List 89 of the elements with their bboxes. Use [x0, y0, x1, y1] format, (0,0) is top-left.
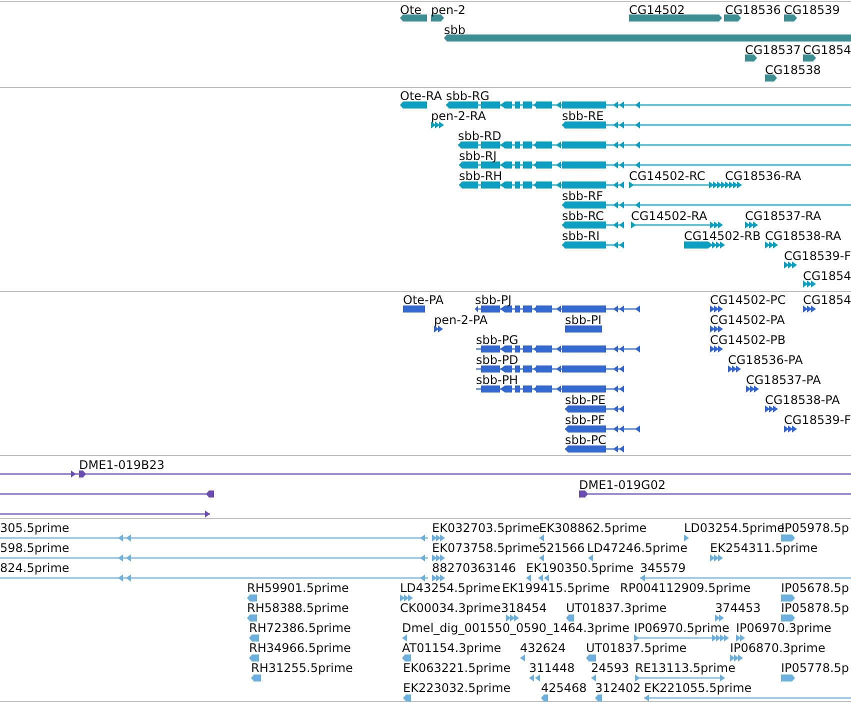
feature-label: EK308862.5prime	[539, 521, 647, 535]
feature-label: EK032703.5prime	[432, 521, 540, 535]
feature-label: CG18536-PA	[728, 353, 803, 367]
feature-label: IP06970.3prime	[736, 621, 832, 635]
feature-label: EK221055.5prime	[644, 681, 752, 695]
feature-label: CG14502	[629, 3, 685, 17]
feature-label: sbb-PI	[565, 313, 602, 327]
feature-label: 598.5prime	[0, 541, 70, 555]
feature-label: sbb-PE	[565, 393, 606, 407]
feature-label: EK199415.5prime	[502, 581, 610, 595]
feature-label: 24593	[591, 661, 630, 675]
feature-label: pen-2-RA	[431, 109, 486, 123]
feature-label: 311448	[529, 661, 575, 675]
feature-label: CG18538-PA	[765, 393, 840, 407]
feature-label: sbb-RE	[562, 109, 604, 123]
feature-label: CG18538-RA	[765, 229, 842, 243]
feature-label: CG14502-RC	[629, 169, 706, 183]
feature-label: RH58388.5prime	[247, 601, 349, 615]
feature-label: EK223032.5prime	[403, 681, 511, 695]
feature-label: CG14502-RA	[631, 209, 708, 223]
feature-label: CG18537-RA	[745, 209, 822, 223]
feature-label: 521566	[539, 541, 585, 555]
feature-label: sbb-RG	[446, 89, 490, 103]
feature-label: Ote-PA	[403, 293, 444, 307]
feature-label: CG14502-RB	[684, 229, 761, 243]
feature-label: sbb-PC	[565, 433, 606, 447]
feature-label: sbb-PF	[565, 413, 605, 427]
feature-label: sbb-RJ	[459, 149, 497, 163]
feature-label: RH72386.5prime	[249, 621, 351, 635]
feature-label: UT01837.3prime	[566, 601, 667, 615]
feature-label: CG14502-PC	[710, 293, 786, 307]
feature-label: EK073758.5prime	[432, 541, 540, 555]
feature-label: 425468	[541, 681, 587, 695]
feature-label: CG18537	[745, 43, 801, 57]
feature-label: DME1-019B23	[79, 458, 165, 472]
feature-label: RH34966.5prime	[249, 641, 351, 655]
feature-label: Ote-RA	[400, 89, 442, 103]
feature-label: CG1854	[803, 269, 851, 283]
feature-label: Dmel_dig_001550_0590_1464.3prime	[402, 621, 630, 635]
feature-label: CK00034.3prime	[400, 601, 501, 615]
feature-label: 374453	[715, 601, 761, 615]
feature-label: RE13113.5prime	[635, 661, 736, 675]
feature-label: CG14502-PA	[710, 313, 785, 327]
feature-label: AT01154.3prime	[402, 641, 502, 655]
feature-label: 824.5prime	[0, 561, 70, 575]
feature-label: 312402	[595, 681, 641, 695]
feature-label: pen-2-PA	[434, 313, 488, 327]
feature-label: CG18536	[725, 3, 781, 17]
feature-label: CG1854	[803, 43, 851, 57]
feature-label: RH59901.5prime	[247, 581, 349, 595]
feature-label: sbb-RC	[562, 209, 604, 223]
feature-label: 345579	[640, 561, 686, 575]
feature-label: CG18537-PA	[746, 373, 821, 387]
feature-label: sbb-PG	[476, 333, 518, 347]
feature-label: EK063221.5prime	[403, 661, 511, 675]
feature-label: CG18536-RA	[725, 169, 802, 183]
feature-label: DME1-019G02	[579, 478, 666, 492]
feature-label: sbb-RH	[459, 169, 502, 183]
feature-label: CG14502-PB	[710, 333, 786, 347]
feature-label: 88270363146	[432, 561, 516, 575]
feature-label: CG18539-F	[784, 413, 851, 427]
feature-label: 305.5prime	[0, 521, 70, 535]
feature-label: sbb	[444, 23, 466, 37]
feature-label: IP06870.3prime	[730, 641, 826, 655]
feature-label: IP05778.5p	[781, 661, 850, 675]
feature-label: CG18538	[765, 63, 821, 77]
feature-label: sbb-RD	[458, 129, 502, 143]
feature-label: CG1854	[803, 293, 851, 307]
feature-label: sbb-PD	[476, 353, 518, 367]
feature-label: IP05878.5p	[781, 601, 850, 615]
feature-label: sbb-RI	[562, 229, 600, 243]
feature-label: UT01837.5prime	[586, 641, 687, 655]
feature-label: RP004112909.5prime	[620, 581, 751, 595]
feature-label: Ote	[400, 3, 422, 17]
feature-label: EK190350.5prime	[526, 561, 634, 575]
feature-label: LD47246.5prime	[587, 541, 688, 555]
feature-label: sbb-PH	[476, 373, 518, 387]
feature-label: IP06970.5prime	[634, 621, 730, 635]
feature-label: EK254311.5prime	[710, 541, 818, 555]
feature-label: LD43254.5prime	[400, 581, 501, 595]
feature-label: pen-2	[431, 3, 466, 17]
feature-label: CG18539-F	[784, 249, 851, 263]
feature-label: sbb-RF	[562, 189, 604, 203]
feature-label: 432624	[520, 641, 566, 655]
feature-label: RH31255.5prime	[251, 661, 353, 675]
feature-label: 318454	[501, 601, 547, 615]
feature-label: sbb-PJ	[475, 293, 512, 307]
feature-label: CG18539	[784, 3, 840, 17]
feature-label: IP05678.5p	[781, 581, 850, 595]
